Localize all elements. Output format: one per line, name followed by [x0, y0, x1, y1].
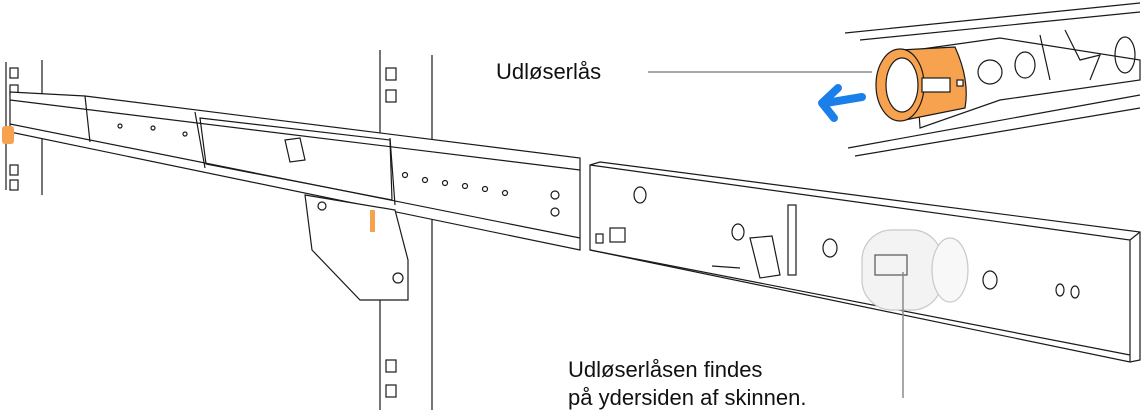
- callout-location-line2: på ydersiden af skinnen.: [568, 385, 807, 410]
- callout-release-lock: Udløserlås: [496, 59, 602, 84]
- outer-rail-panel: [589, 161, 1141, 363]
- release-lock-ghost: [861, 229, 969, 311]
- release-lock-detail: [844, 2, 1141, 157]
- pull-direction-arrow: [818, 84, 866, 122]
- sliding-rail: [2, 91, 581, 301]
- callout-location-line1: Udløserlåsen findes: [568, 357, 763, 382]
